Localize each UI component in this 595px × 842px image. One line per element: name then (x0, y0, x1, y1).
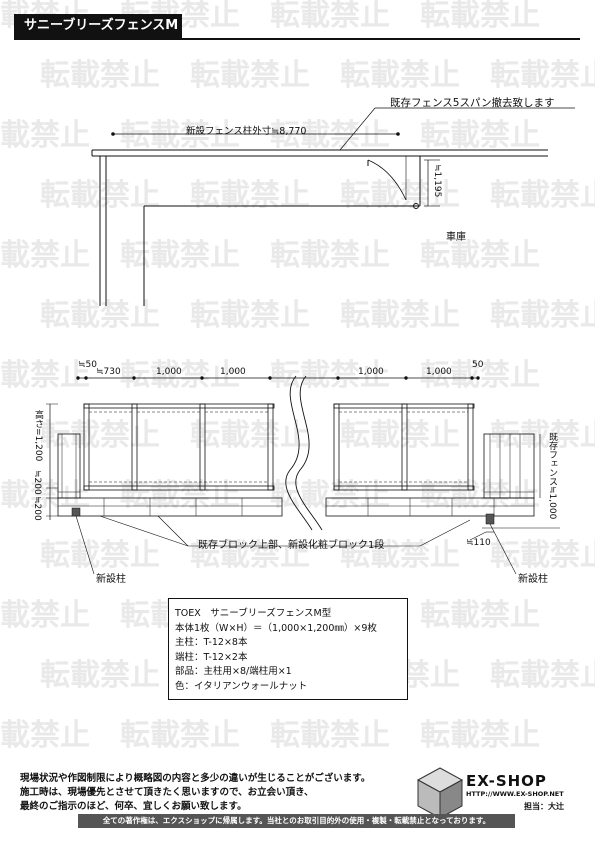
notice-line-2: 施工時は、現場優先とさせて頂きたく思いますので、お立会い頂き、 (20, 787, 314, 798)
plan-span-dimension: 新設フェンス柱外寸≒8,770 (186, 126, 307, 137)
fence-height-label: 高さ=1,200 (33, 410, 43, 462)
title-rule (14, 38, 580, 40)
dim-1000-b: 1,000 (220, 367, 246, 377)
block-note: 既存ブロック上部、新設化粧ブロック1段 (198, 540, 385, 551)
notice-line-1: 現場状況や作図制限により概略図の内容と多少の違いが生じることがございます。 (20, 773, 371, 784)
site-notice: 現場状況や作図制限により概略図の内容と多少の違いが生じることがございます。 施工… (20, 772, 400, 814)
copyright-bar: 全ての著作権は、エクスショップに帰属します。当社とのお取引目的外の使用・複製・転… (78, 814, 515, 828)
block-wall-left (57, 497, 283, 517)
page-title: サニーブリーズフェンスM型 (14, 14, 182, 57)
existing-fence-left (57, 433, 81, 499)
dim-left-200-bottom: ≒200 (32, 496, 42, 521)
spec-box: TOEX サニーブリーズフェンスM型 本体1枚（W×H）＝（1,000×1,20… (168, 598, 408, 700)
dim-730: ≒730 (96, 367, 121, 377)
spec-line-color: 色：イタリアンウォールナット (175, 680, 308, 692)
elevation-view (46, 375, 560, 575)
dim-ticks (76, 376, 480, 380)
new-post-label-right: 新設柱 (518, 574, 548, 585)
spec-line-end-posts: 端柱：T-12×2本 (175, 651, 248, 663)
dim-110: ≒110 (466, 538, 491, 548)
dim-left-200-top: ≒200 (32, 470, 42, 495)
fence-left-group (83, 403, 275, 491)
dim-left-50: ≒50 (78, 360, 98, 370)
spec-line-parts: 部品：主柱用×8/端柱用×1 (175, 666, 292, 677)
remove-existing-note: 既存フェンス5スパン撤去致します (390, 97, 555, 109)
company-logo: EX-SHOP (466, 772, 547, 790)
dim-right-50: 50 (472, 360, 484, 370)
spec-line-main-posts: 主柱：T-12×8本 (175, 637, 248, 648)
garage-label: 車庫 (446, 232, 466, 243)
new-post-label-left: 新設柱 (96, 574, 126, 585)
spec-line-panels: 本体1枚（W×H）＝（1,000×1,200㎜）×9枚 (175, 622, 377, 634)
fence-right-group (333, 403, 475, 491)
dim-1000-d: 1,000 (426, 367, 452, 377)
plan-height-dimension: ≒1,195 (432, 164, 442, 198)
logo-cube (416, 767, 464, 819)
existing-fence-label: 既存フェンス≒1,000 (547, 432, 557, 520)
block-wall-right (325, 497, 560, 529)
notice-line-3: 最終のご指示のほど、何卒、宜しくお願い致します。 (20, 801, 247, 812)
company-url: HTTP://WWW.EX-SHOP.NET (466, 790, 564, 798)
existing-fence-right (483, 433, 535, 499)
person-in-charge: 担当：大辻 (524, 802, 564, 811)
dim-1000-a: 1,000 (156, 367, 182, 377)
spec-line-product: TOEX サニーブリーズフェンスM型 (175, 608, 332, 619)
plan-view (91, 107, 575, 306)
dim-1000-c: 1,000 (358, 367, 384, 377)
